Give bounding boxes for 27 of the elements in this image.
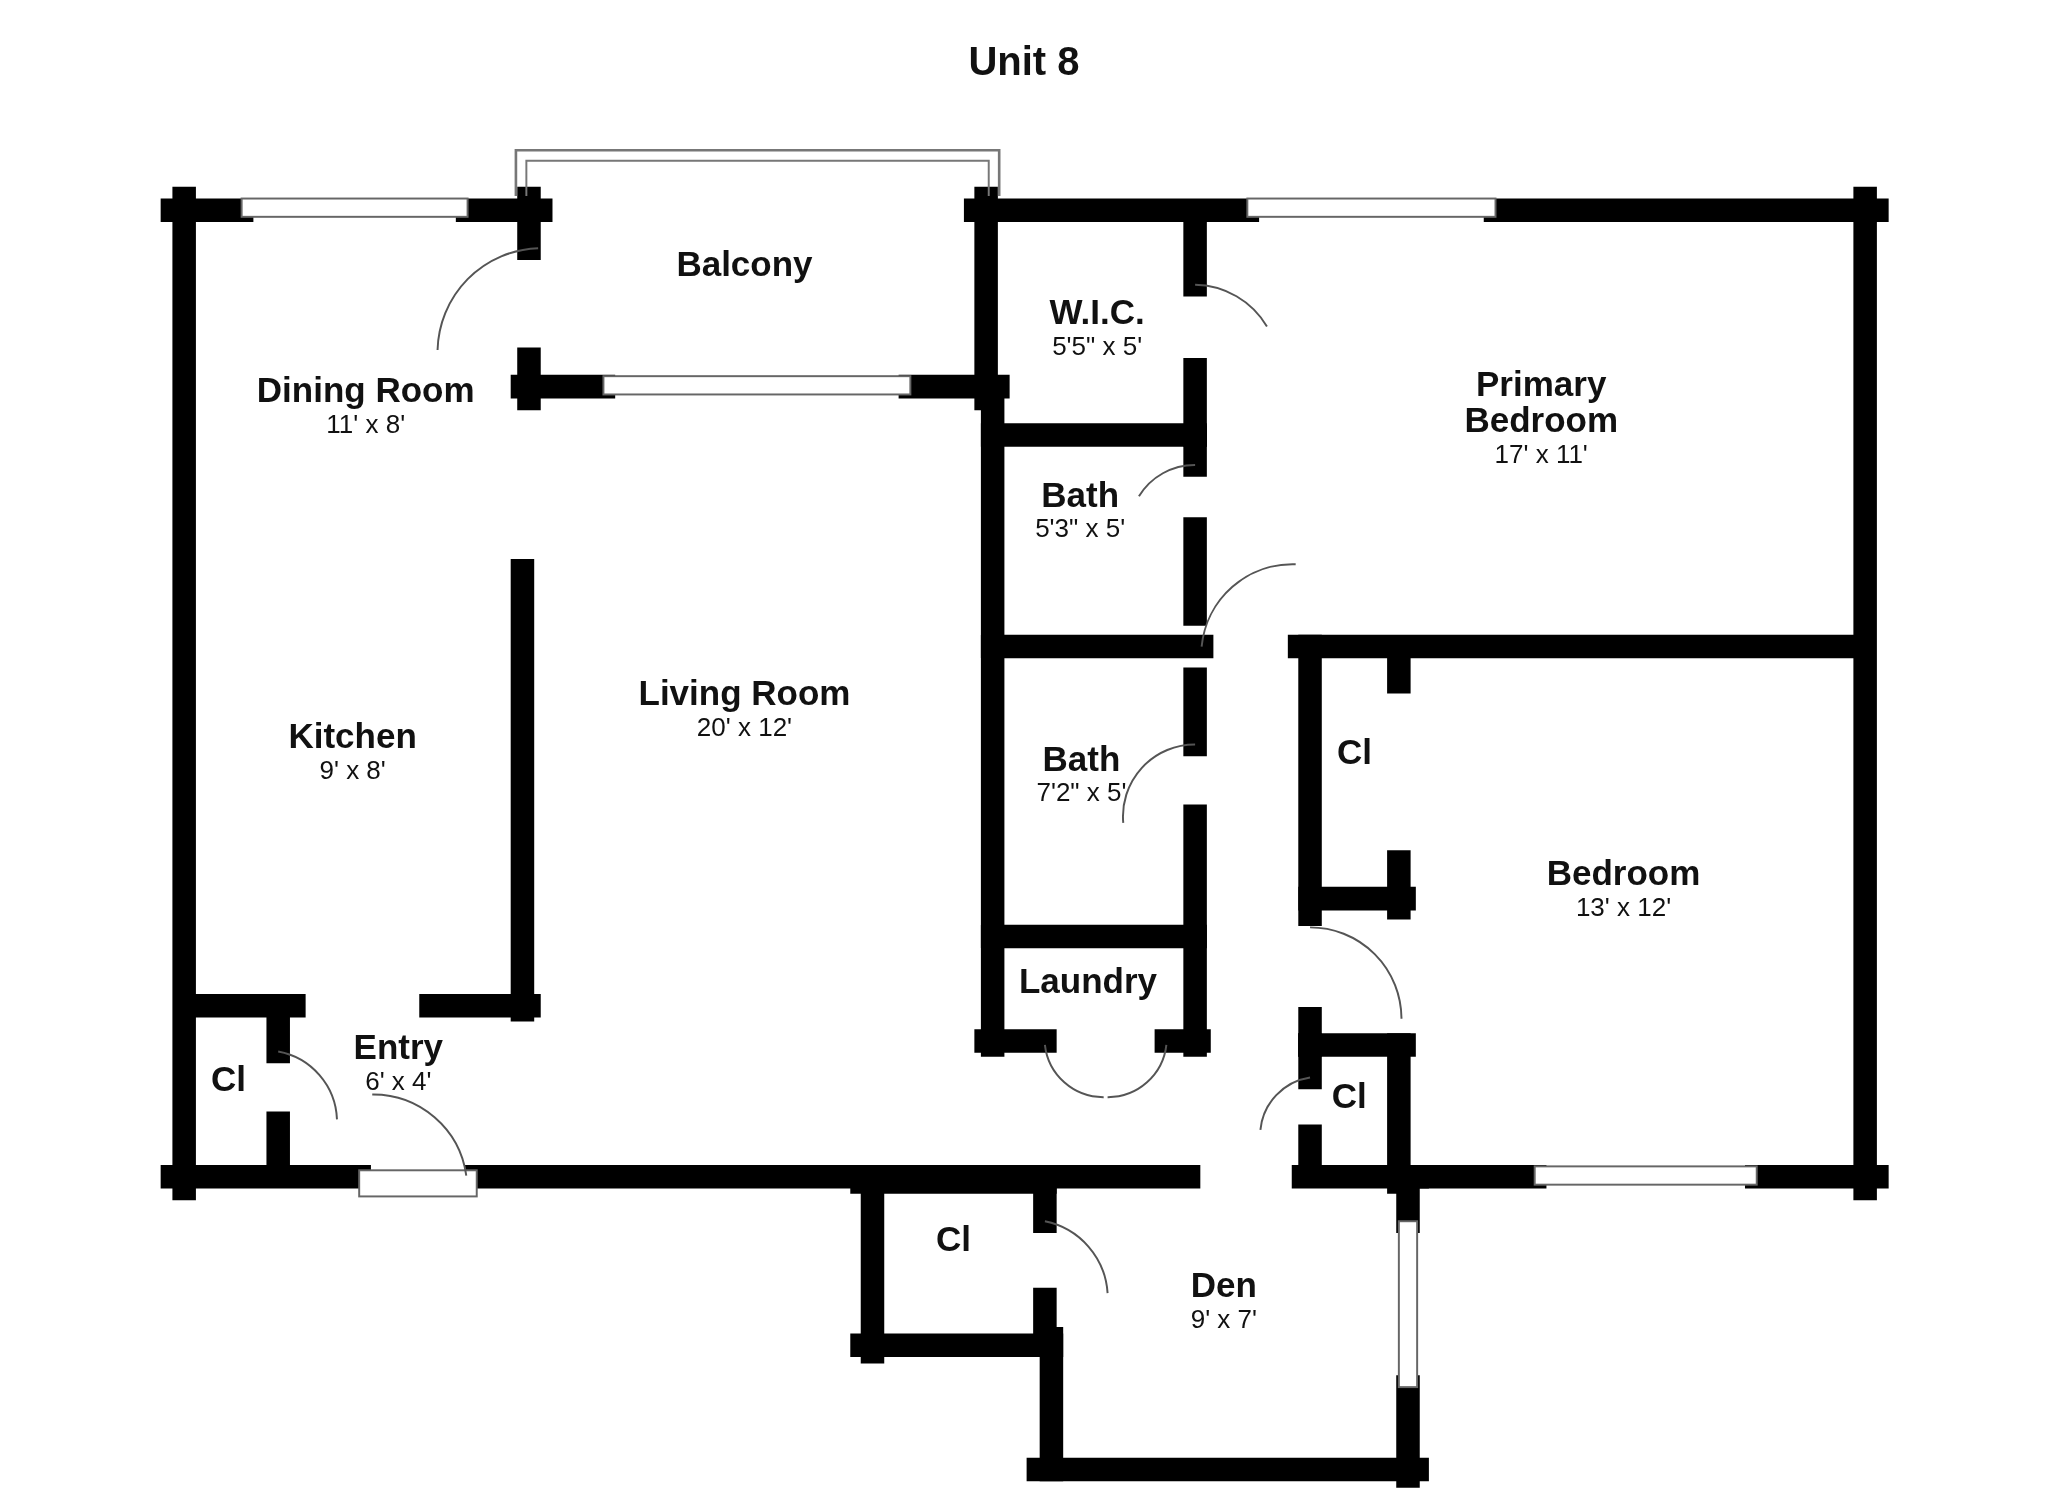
room-name: Primary Bedroom <box>1463 365 1619 440</box>
room-name: Cl <box>1330 1077 1368 1115</box>
room-name: Dining Room <box>255 372 476 409</box>
room-dimensions: 13' x 12' <box>1574 894 1673 922</box>
room-dimensions: 20' x 12' <box>695 714 794 742</box>
room-name: Kitchen <box>287 718 418 756</box>
room-dimensions: 9' x 8' <box>318 757 387 785</box>
room-name: Bedroom <box>1545 855 1702 893</box>
room-dimensions: 7'2" x 5' <box>1035 779 1128 807</box>
room-name: Cl <box>210 1060 248 1098</box>
room-name: Bath <box>1041 740 1122 778</box>
room-dimensions: 5'3" x 5' <box>1034 515 1127 543</box>
room-name: Laundry <box>1017 962 1158 1000</box>
room-name: Bath <box>1040 476 1121 514</box>
room-name: Balcony <box>675 245 814 283</box>
plan-title: Unit 8 <box>968 39 1080 85</box>
room-name: Living Room <box>637 675 852 712</box>
room-name: Cl <box>1335 734 1373 771</box>
room-name: Cl <box>934 1221 972 1258</box>
room-name: Entry <box>352 1029 445 1066</box>
room-name: W.I.C. <box>1048 293 1146 331</box>
room-dimensions: 17' x 11' <box>1493 441 1589 469</box>
room-dimensions: 9' x 7' <box>1189 1305 1258 1333</box>
room-dimensions: 11' x 8' <box>325 411 407 439</box>
room-dimensions: 6' x 4' <box>365 1067 432 1096</box>
room-name: Den <box>1189 1266 1258 1304</box>
room-dimensions: 5'5" x 5' <box>1051 332 1144 360</box>
